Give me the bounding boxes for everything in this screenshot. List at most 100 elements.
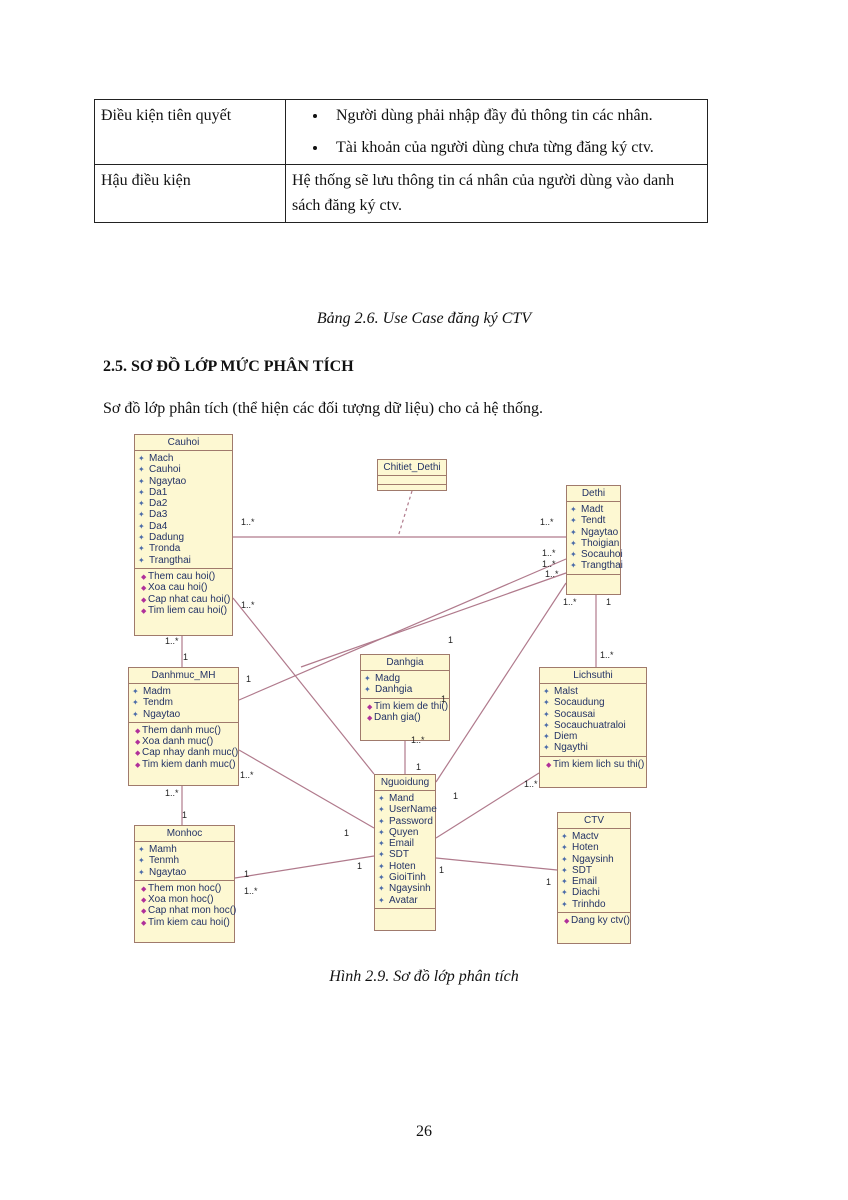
class-attribute: ✦Mamh [138, 844, 234, 855]
attribute-icon: ✦ [138, 555, 145, 565]
attribute-icon: ✦ [570, 516, 577, 526]
operation-label: Xoa mon hoc() [148, 894, 214, 906]
attribute-icon: ✦ [378, 816, 385, 826]
attribute-label: Email [572, 876, 598, 888]
class-name: Lichsuthi [540, 668, 646, 684]
multiplicity-label: 1 [439, 865, 445, 875]
class-operation: ◆Them cau hoi() [141, 571, 232, 582]
multiplicity-label: 1..* [540, 517, 554, 527]
class-attribute: ✦Da4 [138, 521, 232, 532]
operation-icon: ◆ [546, 761, 552, 769]
operation-icon: ◆ [135, 750, 141, 758]
class-name: Monhoc [135, 826, 234, 842]
class-operation: ◆Xoa danh muc() [135, 736, 238, 747]
assoc-lichsu-nguoidung [435, 772, 540, 839]
multiplicity-label: 1..* [165, 788, 179, 798]
operation-icon: ◆ [141, 919, 147, 927]
attribute-label: Madg [375, 673, 401, 684]
multiplicity-label: 1 [453, 791, 459, 801]
precondition-list: Người dùng phải nhập đầy đủ thông tin cá… [292, 100, 701, 164]
section-heading: 2.5. SƠ ĐỒ LỚP MỨC PHÂN TÍCH [103, 358, 354, 375]
attribute-label: Thoigian [581, 537, 620, 549]
attribute-label: Socaudung [554, 697, 605, 709]
attribute-label: Mactv [572, 831, 599, 842]
class-operation: ◆Xoa cau hoi() [141, 582, 232, 593]
attribute-label: Cauhoi [149, 464, 181, 476]
class-attribute: ✦Socauhoi [570, 549, 623, 560]
class-attribute: ✦ Thoigian [570, 538, 620, 549]
attribute-label: Diem [554, 731, 578, 743]
class-operation: ◆Them mon hoc() [141, 883, 234, 894]
class-attribute: ✦Ngaytao [570, 527, 620, 538]
class-attribute: ✦Email [561, 876, 630, 887]
class-attribute: ✦Ngaysinh [378, 883, 435, 894]
multiplicity-label: 1..* [600, 650, 614, 660]
class-attribute: ✦Madt [570, 504, 620, 515]
class-operation: ◆Tim kiem de thi() [367, 701, 449, 712]
class-attribute: ✦Mand [378, 793, 435, 804]
attribute-icon: ✦ [138, 510, 145, 520]
multiplicity-label: 1..* [165, 636, 179, 646]
attribute-label: Tenmh [149, 855, 180, 867]
multiplicity-label: 1..* [240, 770, 254, 780]
attribute-icon: ✦ [138, 499, 145, 509]
operation-icon: ◆ [135, 761, 141, 769]
class-chitiet-dethi: Chitiet_Dethi [377, 459, 447, 491]
attribute-icon: ✦ [570, 527, 577, 537]
class-cauhoi: Cauhoi ✦Mach✦Cauhoi✦Ngaytao✦Da1✦Da2✦Da3✦… [134, 434, 233, 636]
attribute-icon: ✦ [138, 867, 145, 877]
attribute-label: Ngaysinh [389, 883, 431, 895]
class-operation: ◆Tim kiem cau hoi() [141, 917, 234, 928]
class-attribute: ✦GioiTinh [378, 872, 435, 883]
attribute-label: Avatar [389, 894, 418, 906]
attribute-label: Madt [581, 504, 604, 515]
operation-icon: ◆ [141, 897, 147, 905]
postcondition-label: Hậu điều kiện [94, 164, 286, 223]
attribute-icon: ✦ [543, 687, 550, 696]
multiplicity-label: 1 [448, 635, 454, 645]
attribute-icon: ✦ [378, 839, 385, 849]
attribute-icon: ✦ [543, 732, 550, 742]
figure-caption: Hình 2.9. Sơ đồ lớp phân tích [329, 968, 519, 985]
assoc-nguoidung-ctv [435, 857, 558, 871]
attribute-label: Mand [389, 793, 415, 804]
class-attribute: ✦Tendt [570, 515, 620, 526]
class-operation: ◆Cap nhay danh muc() [135, 747, 238, 758]
class-attribute: ✦Da3 [138, 509, 232, 520]
operation-icon: ◆ [367, 703, 373, 711]
attribute-icon: ✦ [561, 899, 568, 909]
attribute-label: Mach [149, 453, 174, 464]
class-attribute: ✦Socauchuatraloi [543, 720, 646, 731]
attribute-label: Password [389, 815, 433, 827]
class-attribute: ✦Socausai [543, 709, 646, 720]
multiplicity-label: 1..* [244, 886, 258, 896]
attribute-label: Hoten [572, 842, 599, 854]
operation-label: Tim kiem de thi() [374, 700, 449, 712]
multiplicity-label: 1..* [241, 517, 255, 527]
attribute-icon: ✦ [543, 720, 550, 730]
class-name: Danhmuc_MH [129, 668, 238, 684]
attribute-label: Danhgia [375, 684, 413, 696]
class-attribute: ✦Madm [132, 686, 238, 697]
operation-icon: ◆ [135, 727, 141, 735]
attribute-icon: ✦ [561, 854, 568, 864]
class-attribute: ✦Ngaythi [543, 742, 646, 753]
attribute-label: Da4 [149, 520, 168, 532]
attribute-icon: ✦ [132, 709, 139, 719]
attribute-label: Ngaytao [149, 866, 187, 878]
attribute-icon: ✦ [570, 538, 577, 548]
attribute-icon: ✦ [561, 888, 568, 898]
class-danhmuc-mh: Danhmuc_MH ✦Madm✦Tendm✦Ngaytao◆Them danh… [128, 667, 239, 786]
attribute-icon: ✦ [378, 895, 385, 905]
class-attribute: ✦Malst [543, 686, 646, 697]
attribute-label: Trinhdo [572, 898, 606, 910]
class-attribute: ✦Ngaytao [138, 476, 232, 487]
class-name: CTV [558, 813, 630, 829]
attribute-icon: ✦ [138, 856, 145, 866]
class-attribute: ✦Trangthai [570, 560, 623, 571]
attribute-icon: ✦ [138, 533, 145, 543]
class-attribute: ✦Da1 [138, 487, 232, 498]
table-row: Điều kiện tiên quyết Người dùng phải nhậ… [94, 99, 708, 165]
attribute-icon: ✦ [132, 687, 139, 696]
operation-icon: ◆ [141, 908, 147, 916]
